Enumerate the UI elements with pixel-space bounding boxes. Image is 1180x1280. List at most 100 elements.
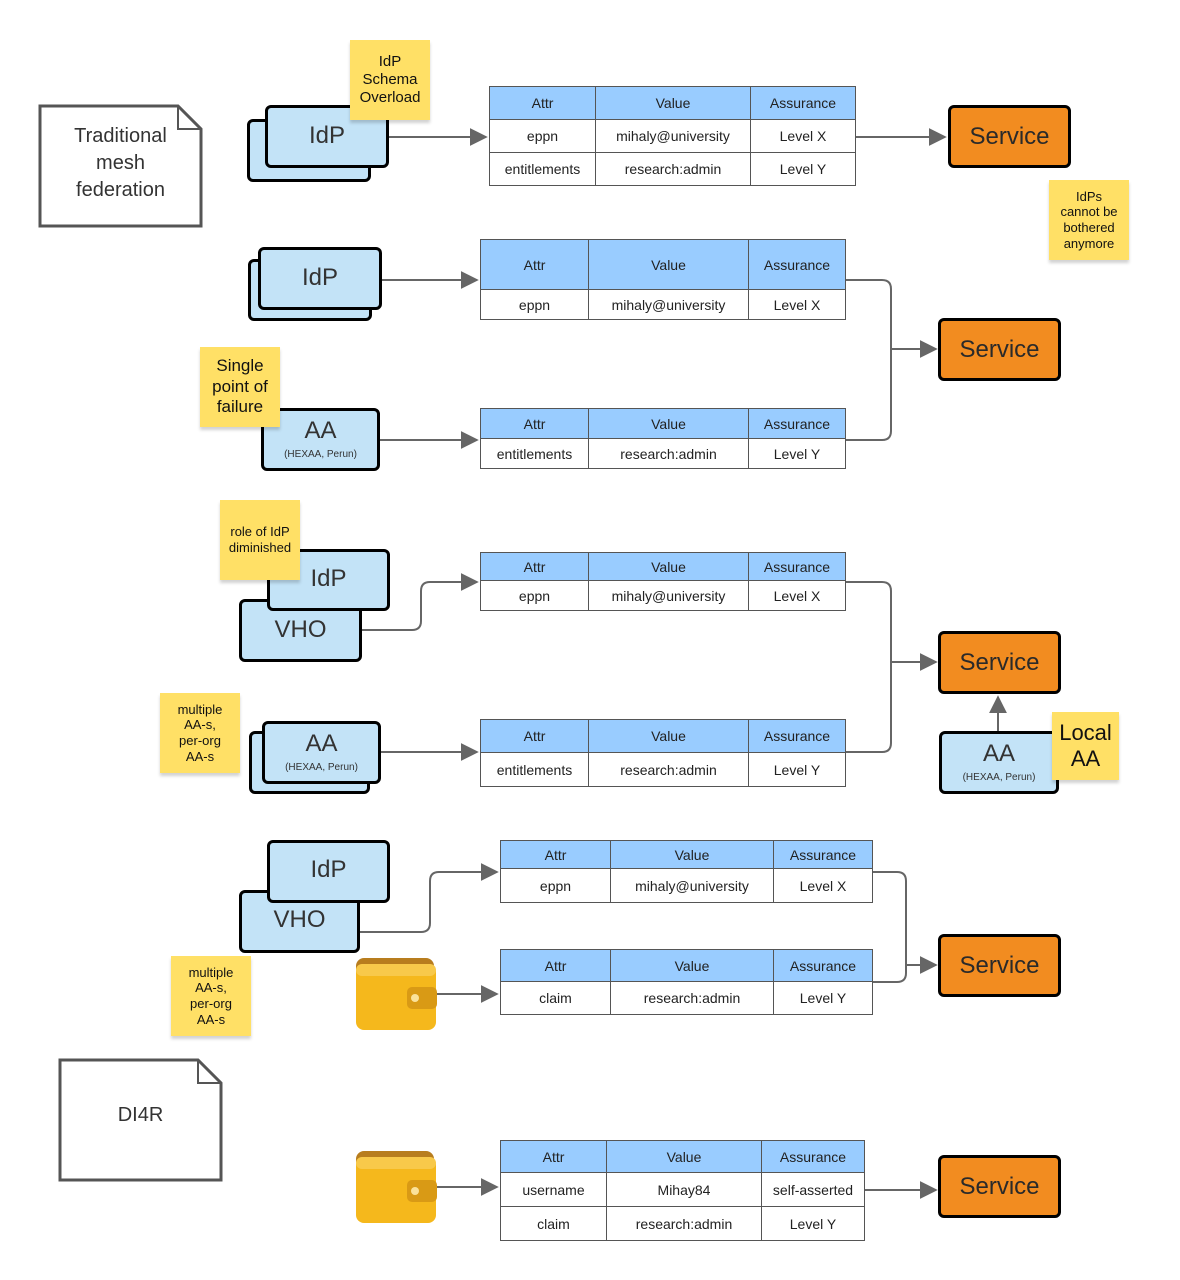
table-row: eppn mihaly@university Level X <box>489 119 856 153</box>
doc-traditional-federation: Traditional mesh federation <box>38 104 203 228</box>
col-assurance: Assurance <box>748 408 846 439</box>
col-assurance: Assurance <box>761 1140 865 1173</box>
attr-table-row5: Attr Value Assurance username Mihay84 se… <box>500 1140 865 1241</box>
table-row: eppn mihaly@university Level X <box>480 289 846 320</box>
col-assurance: Assurance <box>748 719 846 753</box>
aa-sublabel: (HEXAA, Perun) <box>284 449 357 460</box>
aa-label: AA <box>304 417 337 444</box>
col-assurance: Assurance <box>750 86 856 120</box>
table-row: eppn mihaly@university Level X <box>480 580 846 611</box>
col-value: Value <box>610 949 774 982</box>
col-value: Value <box>610 840 774 869</box>
col-assurance: Assurance <box>748 552 846 581</box>
arrow-table4a-to-service4 <box>872 871 938 974</box>
cell-assurance: Level Y <box>748 438 846 469</box>
idp-label: IdP <box>308 122 346 149</box>
attr-table-row2b: Attr Value Assurance entitlements resear… <box>480 408 846 469</box>
cell-value: mihaly@university <box>588 289 749 320</box>
cell-value: research:admin <box>610 981 774 1015</box>
col-attr: Attr <box>480 239 589 290</box>
doc-traditional-label: Traditional mesh federation <box>74 125 167 201</box>
aa-label: AA <box>982 740 1015 767</box>
aa-sublabel: (HEXAA, Perun) <box>962 772 1036 783</box>
idp-label: IdP <box>310 565 347 592</box>
service-box-row2: Service <box>938 318 1061 381</box>
wallet-icon <box>356 1151 437 1223</box>
attr-table-row3b: Attr Value Assurance entitlements resear… <box>480 719 846 787</box>
cell-assurance: Level X <box>748 289 846 320</box>
doc-di4r: DI4R <box>58 1058 223 1182</box>
cell-value: mihaly@university <box>595 119 751 153</box>
attr-table-row2a: Attr Value Assurance eppn mihaly@univers… <box>480 239 846 320</box>
col-attr: Attr <box>500 840 611 869</box>
col-value: Value <box>595 86 751 120</box>
cell-assurance: Level Y <box>761 1206 865 1241</box>
col-value: Value <box>588 408 749 439</box>
table-row: entitlements research:admin Level Y <box>489 152 856 186</box>
vho-label: VHO <box>274 616 327 643</box>
aa-box-row3: AA (HEXAA, Perun) <box>262 721 381 784</box>
table-row: claim research:admin Level Y <box>500 1206 865 1241</box>
cell-attr: eppn <box>500 868 611 903</box>
note-idps-bothered: IdPs cannot be bothered anymore <box>1049 180 1129 260</box>
col-value: Value <box>606 1140 762 1173</box>
doc-di4r-label: DI4R <box>117 1104 164 1126</box>
service-box-row1: Service <box>948 105 1071 168</box>
idp-label: IdP <box>301 264 339 291</box>
cell-assurance: self-asserted <box>761 1172 865 1207</box>
col-attr: Attr <box>489 86 596 120</box>
note-role-diminished: role of IdP diminished <box>220 500 300 580</box>
arrow-table4b-to-service4 <box>872 965 907 983</box>
cell-attr: username <box>500 1172 607 1207</box>
arrow-table2b-to-service2 <box>845 349 892 441</box>
cell-attr: claim <box>500 1206 607 1241</box>
col-assurance: Assurance <box>773 840 873 869</box>
arrow-table2a-to-service2 <box>845 279 938 358</box>
idp-box-row2: IdP <box>258 247 382 310</box>
attr-table-row4a: Attr Value Assurance eppn mihaly@univers… <box>500 840 873 903</box>
local-aa-box: AA (HEXAA, Perun) <box>939 731 1059 794</box>
attr-table-row4b: Attr Value Assurance claim research:admi… <box>500 949 873 1015</box>
cell-attr: entitlements <box>480 752 589 787</box>
col-attr: Attr <box>480 552 589 581</box>
note-multiple-aa-1: multiple AA-s, per-org AA-s <box>160 693 240 773</box>
arrow-table3a-to-service3 <box>845 581 938 671</box>
col-value: Value <box>588 239 749 290</box>
cell-value: mihaly@university <box>610 868 774 903</box>
table-row: username Mihay84 self-asserted <box>500 1172 865 1207</box>
col-attr: Attr <box>480 408 589 439</box>
note-multiple-aa-2: multiple AA-s, per-org AA-s <box>171 956 251 1036</box>
arrow-table3b-to-service3 <box>845 662 892 753</box>
aa-sublabel: (HEXAA, Perun) <box>285 762 358 773</box>
cell-value: research:admin <box>588 438 749 469</box>
cell-attr: claim <box>500 981 611 1015</box>
attr-table-row3a: Attr Value Assurance eppn mihaly@univers… <box>480 552 846 611</box>
col-attr: Attr <box>500 949 611 982</box>
aa-label: AA <box>305 730 338 757</box>
col-attr: Attr <box>480 719 589 753</box>
wallet-icon <box>356 958 437 1030</box>
note-local-aa: Local AA <box>1052 712 1119 780</box>
cell-assurance: Level X <box>773 868 873 903</box>
idp-label: IdP <box>310 856 347 883</box>
cell-attr: entitlements <box>489 152 596 186</box>
table-row: entitlements research:admin Level Y <box>480 752 846 787</box>
cell-value: research:admin <box>595 152 751 186</box>
cell-value: research:admin <box>606 1206 762 1241</box>
table-row: entitlements research:admin Level Y <box>480 438 846 469</box>
col-attr: Attr <box>500 1140 607 1173</box>
cell-value: Mihay84 <box>606 1172 762 1207</box>
note-schema-overload: IdP Schema Overload <box>350 40 430 120</box>
service-box-row3: Service <box>938 631 1061 694</box>
cell-attr: eppn <box>480 580 589 611</box>
cell-assurance: Level X <box>748 580 846 611</box>
cell-assurance: Level Y <box>748 752 846 787</box>
note-single-point-failure: Single point of failure <box>200 347 280 427</box>
service-box-row5: Service <box>938 1155 1061 1218</box>
idp-box-row4: IdP <box>267 840 390 903</box>
col-assurance: Assurance <box>773 949 873 982</box>
attr-table-row1: Attr Value Assurance eppn mihaly@univers… <box>489 86 856 186</box>
table-row: eppn mihaly@university Level X <box>500 868 873 903</box>
col-value: Value <box>588 552 749 581</box>
